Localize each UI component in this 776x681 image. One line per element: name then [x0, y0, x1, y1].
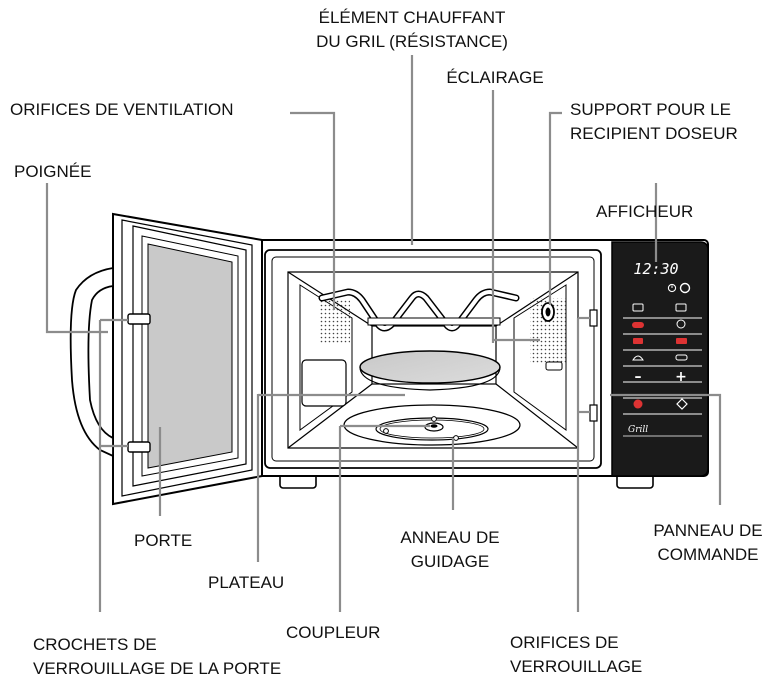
label-cup-holder: SUPPORT POUR LE RECIPIENT DOSEUR	[570, 98, 738, 146]
plus-button: +	[675, 369, 687, 385]
label-door: PORTE	[134, 529, 192, 553]
combi-icon-1	[633, 338, 643, 344]
label-control-panel: PANNEAU DE COMMANDE	[640, 519, 776, 567]
left-wall-cover	[302, 360, 346, 406]
label-handle: POIGNÉE	[14, 160, 91, 184]
door-hook-lower	[128, 442, 150, 452]
label-vent-holes: ORIFICES DE VENTILATION	[10, 98, 234, 122]
grill-bracket	[368, 318, 500, 325]
lamp-window	[546, 362, 562, 370]
handle	[71, 268, 113, 456]
label-guide-ring: ANNEAU DE GUIDAGE	[370, 526, 530, 574]
label-display: AFFICHEUR	[596, 200, 693, 224]
lock-hole-upper	[590, 310, 597, 326]
stop-button-icon	[634, 400, 643, 409]
label-grill-element: ÉLÉMENT CHAUFFANT DU GRIL (RÉSISTANCE)	[274, 6, 550, 54]
grill-button-icon	[632, 322, 644, 328]
turntable	[360, 351, 500, 383]
display-clock: 12:30	[633, 260, 678, 278]
lock-hole-lower	[590, 405, 597, 421]
label-lock-holes: ORIFICES DE VERROUILLAGE	[510, 631, 642, 679]
brand-label: Grill	[628, 425, 648, 435]
label-door-hooks: CROCHETS DE VERROUILLAGE DE LA PORTE	[33, 633, 281, 681]
cup-holder	[542, 303, 554, 321]
door	[113, 214, 262, 504]
minus-button: –	[635, 369, 642, 385]
combi-icon-2	[676, 338, 687, 344]
label-turntable: PLATEAU	[208, 571, 284, 595]
label-coupler: COUPLEUR	[286, 621, 380, 645]
door-hook-upper	[128, 314, 150, 324]
label-lighting: ÉCLAIRAGE	[420, 66, 570, 90]
